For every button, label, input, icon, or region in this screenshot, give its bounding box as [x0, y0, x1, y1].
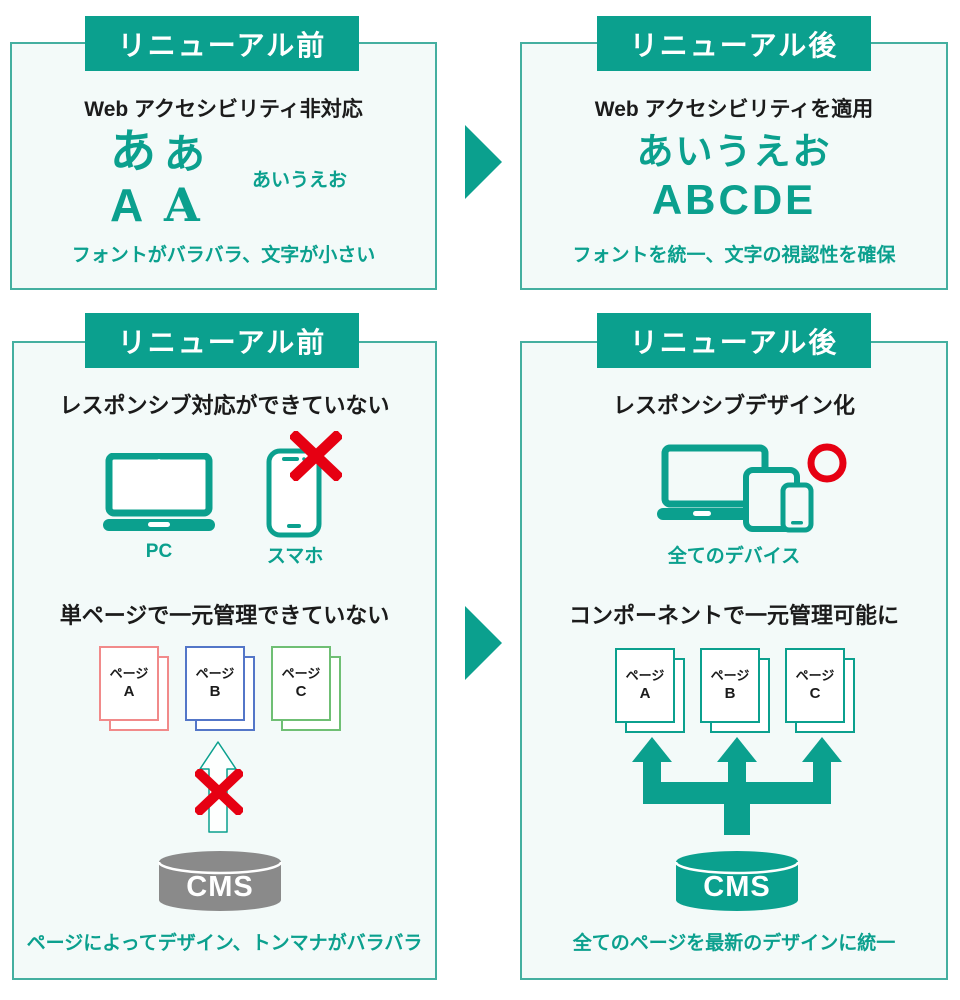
panel-caption: フォントを統一、文字の視認性を確保 [572, 245, 896, 266]
page-card: ページ C [785, 648, 845, 723]
page-card-label: ページ [795, 667, 835, 683]
panel-title-pages: 単ページで一元管理できていない [59, 603, 390, 628]
pc-label: PC [145, 541, 173, 562]
cms-cylinder-icon: CMS [158, 850, 282, 912]
page-card-letter: B [724, 685, 736, 703]
font-sample-unified-kana: あいうえお [636, 131, 832, 172]
header-after-bottom: リニューアル後 [597, 313, 871, 368]
cms-label: CMS [703, 871, 771, 903]
panel-title-responsive: レスポンシブデザイン化 [612, 393, 855, 418]
page-card-label: ページ [625, 667, 665, 683]
panel-caption: 全てのページを最新のデザインに統一 [572, 933, 896, 954]
page-stack-b: ページ B [700, 648, 772, 735]
cms-label: CMS [186, 871, 254, 903]
page-stack-b: ページ B [185, 646, 257, 733]
panel-layout-before: レスポンシブ対応ができていない PC スマホ [12, 341, 437, 980]
cross-icon [195, 769, 243, 815]
page-card-letter: A [123, 683, 135, 701]
cms-cylinder-icon: CMS [675, 850, 799, 912]
header-before-top: リニューアル前 [85, 16, 359, 71]
devices-icon [655, 442, 860, 534]
panel-font-before: Web アクセシビリティ非対応 あ あ A A あいうえお フォントがバラバラ、… [10, 42, 437, 290]
font-sample-gothic-kana: あ [110, 125, 156, 177]
page-stack-a: ページ A [615, 648, 687, 735]
panel-title-responsive: レスポンシブ対応ができていない [59, 393, 390, 418]
page-card-label: ページ [710, 667, 750, 683]
laptop-icon [103, 453, 215, 531]
page-card: ページ A [99, 646, 159, 721]
header-after-top: リニューアル後 [597, 16, 871, 71]
panel-title: Web アクセシビリティ非対応 [84, 98, 363, 121]
page-card-label: ページ [281, 665, 321, 681]
flow-arrow-right-icon [465, 125, 502, 199]
page-stack-c: ページ C [785, 648, 857, 735]
page-card: ページ C [271, 646, 331, 721]
devices-label: 全てのデバイス [667, 546, 801, 567]
panel-caption: フォントがバラバラ、文字が小さい [71, 245, 376, 266]
header-before-bottom: リニューアル前 [85, 313, 359, 368]
page-card: ページ A [615, 648, 675, 723]
panel-font-after: Web アクセシビリティを適用 あいうえお ABCDE フォントを統一、文字の視… [520, 42, 948, 290]
page-card-letter: B [209, 683, 221, 701]
page-card-letter: A [639, 685, 651, 703]
font-sample-unified-latin: ABCDE [651, 176, 817, 223]
font-sample-gothic-latin: A [110, 179, 144, 231]
circle-ok-icon [807, 443, 847, 483]
flow-arrow-right-icon [465, 606, 502, 680]
merge-arrows-icon [632, 737, 842, 835]
font-sample-serif-latin: A [164, 178, 200, 232]
smartphone-label: スマホ [266, 546, 324, 567]
font-sample-small-text: あいうえお [252, 170, 348, 191]
panel-layout-after: レスポンシブデザイン化 全てのデバイス コンポーネントで一元管理可能に ページ … [520, 341, 948, 980]
page-card: ページ B [700, 648, 760, 723]
page-card-label: ページ [109, 665, 149, 681]
page-stack-c: ページ C [271, 646, 343, 733]
panel-caption: ページによってデザイン、トンマナがバラバラ [26, 933, 423, 954]
page-card-label: ページ [195, 665, 235, 681]
page-card-letter: C [295, 683, 307, 701]
panel-title: Web アクセシビリティを適用 [594, 98, 874, 121]
page-stack-a: ページ A [99, 646, 171, 733]
font-sample-serif-kana: あ [164, 130, 205, 178]
panel-title-pages: コンポーネントで一元管理可能に [568, 603, 899, 628]
cross-icon [290, 431, 342, 481]
page-card: ページ B [185, 646, 245, 721]
page-card-letter: C [809, 685, 821, 703]
